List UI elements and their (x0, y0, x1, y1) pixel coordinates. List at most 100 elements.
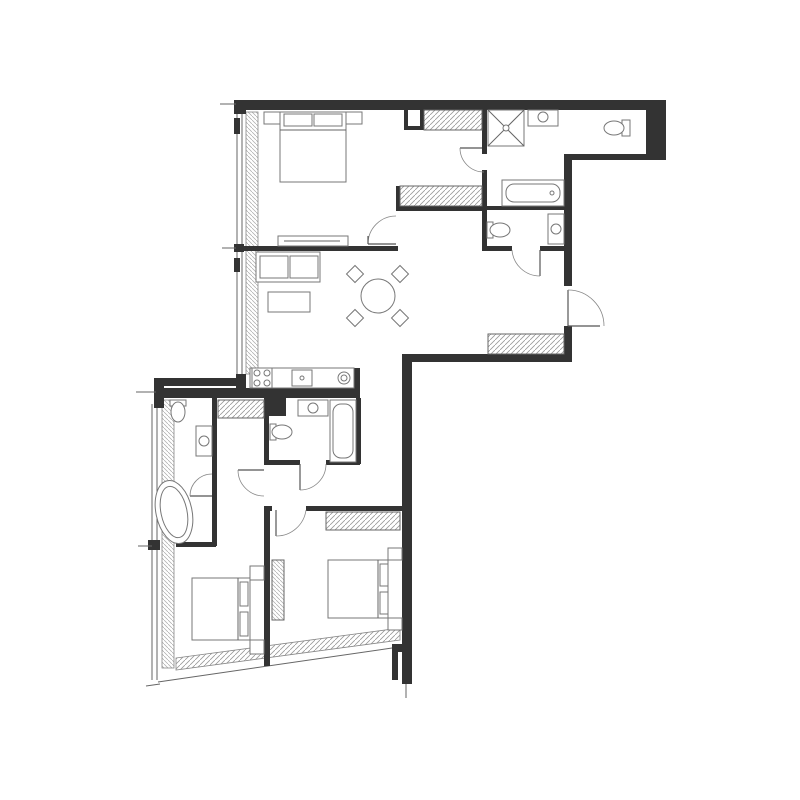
coffee-table (267, 291, 311, 313)
round-dining-table (360, 278, 396, 314)
tv-console (277, 235, 349, 247)
wall-bath-split (482, 106, 487, 154)
room-hallway (237, 469, 307, 537)
door (275, 509, 307, 537)
wall-bath3-bottom (176, 542, 216, 547)
wall-northeast-block (646, 100, 666, 160)
door (189, 473, 213, 497)
room-bathroom-3 (154, 399, 213, 545)
room-bedroom-2 (191, 559, 285, 655)
toilet (486, 221, 511, 239)
wall-east-upper (564, 154, 572, 286)
wardrobe (325, 511, 401, 531)
wall-west-lower-corner (154, 378, 164, 408)
entrance-door (567, 289, 605, 327)
wall-mid-horizontal (154, 378, 240, 386)
nightstand (345, 111, 363, 125)
wall-corner-nw (234, 100, 246, 114)
dining-chair (390, 308, 410, 328)
room-bedroom-3 (325, 511, 403, 631)
wall-closet-right (420, 110, 424, 130)
nightstand (249, 565, 265, 581)
toilet (169, 399, 187, 423)
wall-north (240, 100, 666, 110)
wall-bath-mid (482, 206, 568, 210)
shower (487, 109, 525, 147)
wall-kitchen-east (354, 368, 360, 398)
room-bathroom-2 (486, 179, 565, 277)
wall-ticks (136, 103, 407, 698)
room-living-dining-kitchen (249, 251, 565, 389)
freestanding-bathtub (154, 479, 194, 545)
room-bedroom-1 (263, 109, 483, 247)
wall-wardrobe-left (396, 186, 400, 211)
wall-post-3 (234, 258, 240, 272)
washbasin (527, 109, 559, 127)
wall-step-1 (566, 154, 666, 160)
wall-closet-bottom (404, 126, 424, 130)
double-bed (279, 111, 347, 183)
wall-bedroom1-south (244, 246, 398, 251)
stove (251, 367, 273, 389)
wall-bedroom-split (264, 506, 270, 666)
window-west-upper (245, 111, 259, 375)
wardrobe (271, 559, 285, 621)
washbasin (547, 213, 565, 245)
door (299, 463, 327, 491)
wardrobe (487, 333, 565, 355)
wall-east-lower (402, 354, 412, 684)
nightstand (249, 639, 265, 655)
wardrobe (423, 109, 483, 131)
sink (291, 369, 313, 387)
wall-bath-bottom-2 (540, 246, 570, 251)
wall-bath4-bottom (264, 460, 300, 465)
wall-bath3-right (212, 398, 217, 546)
walls (148, 100, 666, 684)
washing-machine (337, 371, 351, 385)
toilet (269, 423, 293, 441)
dining-chair (390, 264, 410, 284)
door (237, 469, 265, 497)
wall-west-post (148, 540, 160, 550)
wall-mid-horizontal-2 (160, 388, 360, 398)
wall-closet-left (404, 110, 408, 130)
wall-east-bottom (392, 644, 398, 680)
wall-east-stub (392, 644, 412, 652)
door (367, 215, 397, 245)
window-south (175, 627, 401, 671)
door (511, 249, 541, 277)
room-bathroom-4 (217, 399, 357, 491)
bathtub (501, 179, 565, 207)
nightstand (387, 617, 403, 631)
kitchen-counter (249, 367, 355, 389)
wall-bath-bottom (482, 246, 512, 251)
double-bed (327, 559, 389, 619)
sofa (255, 251, 321, 283)
wall-bath3-top-r (264, 398, 269, 464)
dining-chair (345, 308, 365, 328)
room-bathroom-1 (459, 109, 631, 173)
wall-kitchen-west (236, 374, 246, 388)
dining-chair (345, 264, 365, 284)
wall-step-2 (404, 354, 572, 362)
wardrobe (217, 399, 265, 419)
wall-bedroom3-top (306, 506, 406, 511)
wall-east-bottom-2 (404, 644, 410, 680)
double-bed (191, 577, 251, 641)
wall-bedroom3-top-stub (264, 506, 272, 511)
wardrobe (399, 185, 483, 207)
washbasin (195, 425, 213, 457)
washbasin (297, 399, 329, 417)
wall-east-mid (564, 326, 572, 360)
toilet (603, 119, 631, 137)
wall-post-1 (234, 118, 240, 134)
bathtub (329, 399, 357, 463)
wall-bath4-notch (268, 398, 286, 416)
nightstand (387, 547, 403, 561)
nightstand (263, 111, 281, 125)
wall-bath4-right (356, 398, 361, 464)
wall-wardrobe-top (396, 206, 484, 211)
wall-post-2 (234, 244, 244, 252)
door (459, 147, 485, 173)
